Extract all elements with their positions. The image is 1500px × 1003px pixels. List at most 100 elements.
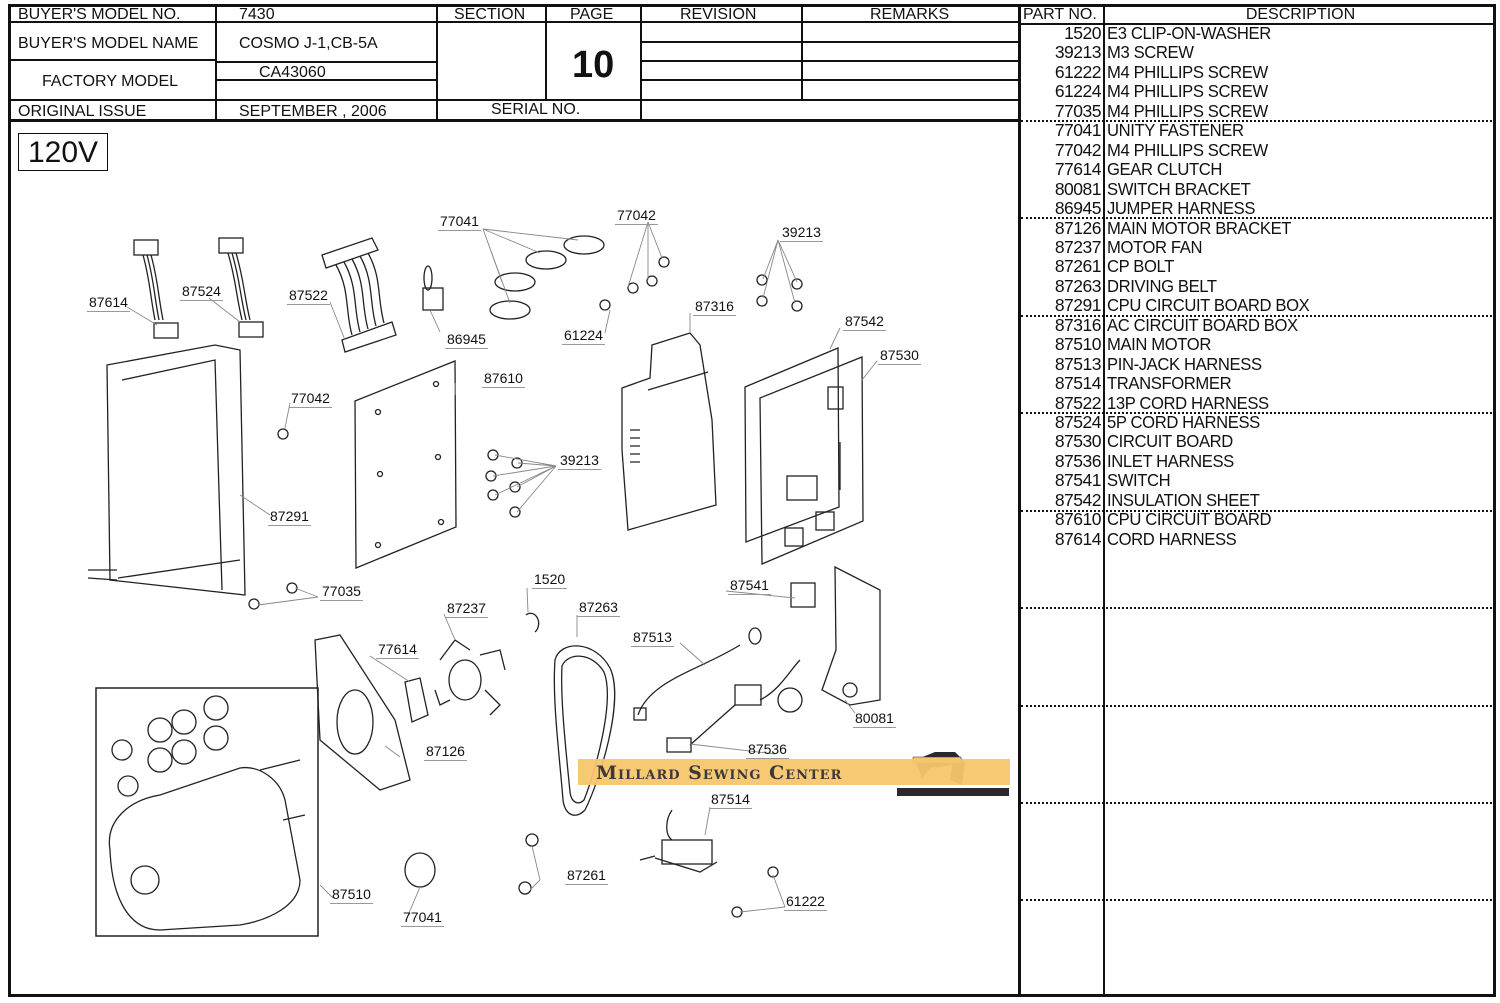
buyers-model-name-label: BUYER'S MODEL NAME	[18, 35, 199, 52]
callout-87261: 87261	[565, 867, 608, 885]
part-description: MAIN MOTOR	[1107, 334, 1211, 355]
part-description: GEAR CLUTCH	[1107, 159, 1222, 180]
callout-87522: 87522	[287, 287, 330, 305]
part-number: 87610	[1054, 509, 1102, 530]
part-description: MOTOR FAN	[1107, 236, 1203, 257]
part-number: 80081	[1054, 178, 1102, 199]
part-number: 61224	[1054, 81, 1102, 102]
callout-39213: 39213	[780, 224, 823, 242]
callout-87510: 87510	[330, 886, 373, 904]
callout-87524: 87524	[180, 283, 223, 301]
part-description: INLET HARNESS	[1107, 450, 1234, 471]
cord-harness-87614	[133, 239, 179, 339]
callout-39213-mid: 39213	[558, 452, 601, 470]
part-description: JUMPER HARNESS	[1107, 198, 1256, 219]
callout-87237: 87237	[445, 600, 488, 618]
part-number: 87291	[1054, 295, 1102, 316]
callout-87291: 87291	[268, 508, 311, 526]
callout-87514: 87514	[709, 791, 752, 809]
callout-87513: 87513	[631, 629, 674, 647]
buyers-model-no-value: 7430	[239, 6, 275, 23]
part-description: MAIN MOTOR BRACKET	[1107, 217, 1292, 238]
part-description: M4 PHILLIPS SCREW	[1107, 61, 1268, 82]
transformer-87514	[639, 809, 718, 873]
section-label: SECTION	[454, 6, 526, 23]
part-description: CP BOLT	[1107, 256, 1174, 277]
callout-61224: 61224	[562, 327, 605, 345]
page-label: PAGE	[570, 6, 614, 23]
callout-87610: 87610	[482, 370, 525, 388]
callout-87536: 87536	[746, 741, 789, 759]
part-number: 87524	[1054, 412, 1102, 432]
ac-circuit-board-box-87316	[621, 332, 717, 531]
screws-77042	[599, 256, 670, 311]
part-number: 87541	[1054, 470, 1102, 491]
serial-no-label: SERIAL NO.	[491, 101, 581, 118]
revision-label: REVISION	[680, 6, 757, 23]
part-number: 87514	[1054, 373, 1102, 394]
main-motor-87510	[108, 695, 306, 931]
part-number: 87530	[1054, 431, 1102, 452]
cord-harness-87522	[321, 237, 397, 353]
exploded-view-drawing	[87, 221, 1009, 937]
insulation-sheet-87542	[744, 347, 840, 543]
callout-77042-mid: 77042	[289, 390, 332, 408]
part-description: AC CIRCUIT BOARD BOX	[1107, 314, 1298, 335]
screws-39213-top	[756, 274, 803, 312]
part-description: CIRCUIT BOARD	[1107, 431, 1233, 452]
callout-77042: 77042	[615, 207, 658, 225]
callout-80081: 80081	[853, 710, 896, 728]
part-description: CPU CIRCUIT BOARD	[1107, 509, 1272, 530]
remarks-label: REMARKS	[870, 6, 950, 23]
buyers-model-name-value: COSMO J-1,CB-5A	[239, 35, 378, 52]
gear-clutch-77614	[404, 677, 429, 723]
part-description: CORD HARNESS	[1107, 528, 1237, 549]
part-number: 87316	[1054, 314, 1102, 335]
callout-77041-bottom: 77041	[401, 909, 444, 927]
part-number: 87126	[1054, 217, 1102, 238]
cpu-circuit-board-87610	[354, 360, 457, 569]
part-number: 87614	[1054, 528, 1102, 549]
main-motor-bracket-87126	[314, 634, 411, 791]
page-number: 10	[572, 44, 615, 86]
part-number: 87513	[1054, 353, 1102, 374]
callout-77614: 77614	[376, 641, 419, 659]
part-description: PIN-JACK HARNESS	[1107, 353, 1262, 374]
jumper-harness-86945	[422, 265, 444, 311]
clip-on-washer-1520	[525, 612, 540, 633]
unity-fastener-bottom	[404, 852, 436, 888]
callout-87542: 87542	[843, 313, 886, 331]
screws-39213-mid	[485, 449, 523, 518]
voltage-label: 120V	[18, 133, 108, 171]
callout-77035: 77035	[320, 583, 363, 601]
part-number: 87522	[1054, 392, 1102, 413]
part-description: M3 SCREW	[1107, 42, 1194, 63]
part-description: DRIVING BELT	[1107, 275, 1217, 296]
part-description: M4 PHILLIPS SCREW	[1107, 81, 1268, 102]
part-number: 77041	[1054, 120, 1102, 141]
part-number: 77042	[1054, 139, 1102, 160]
callout-87316: 87316	[693, 298, 736, 316]
callout-87541: 87541	[728, 577, 771, 595]
part-description: SWITCH	[1107, 470, 1171, 491]
